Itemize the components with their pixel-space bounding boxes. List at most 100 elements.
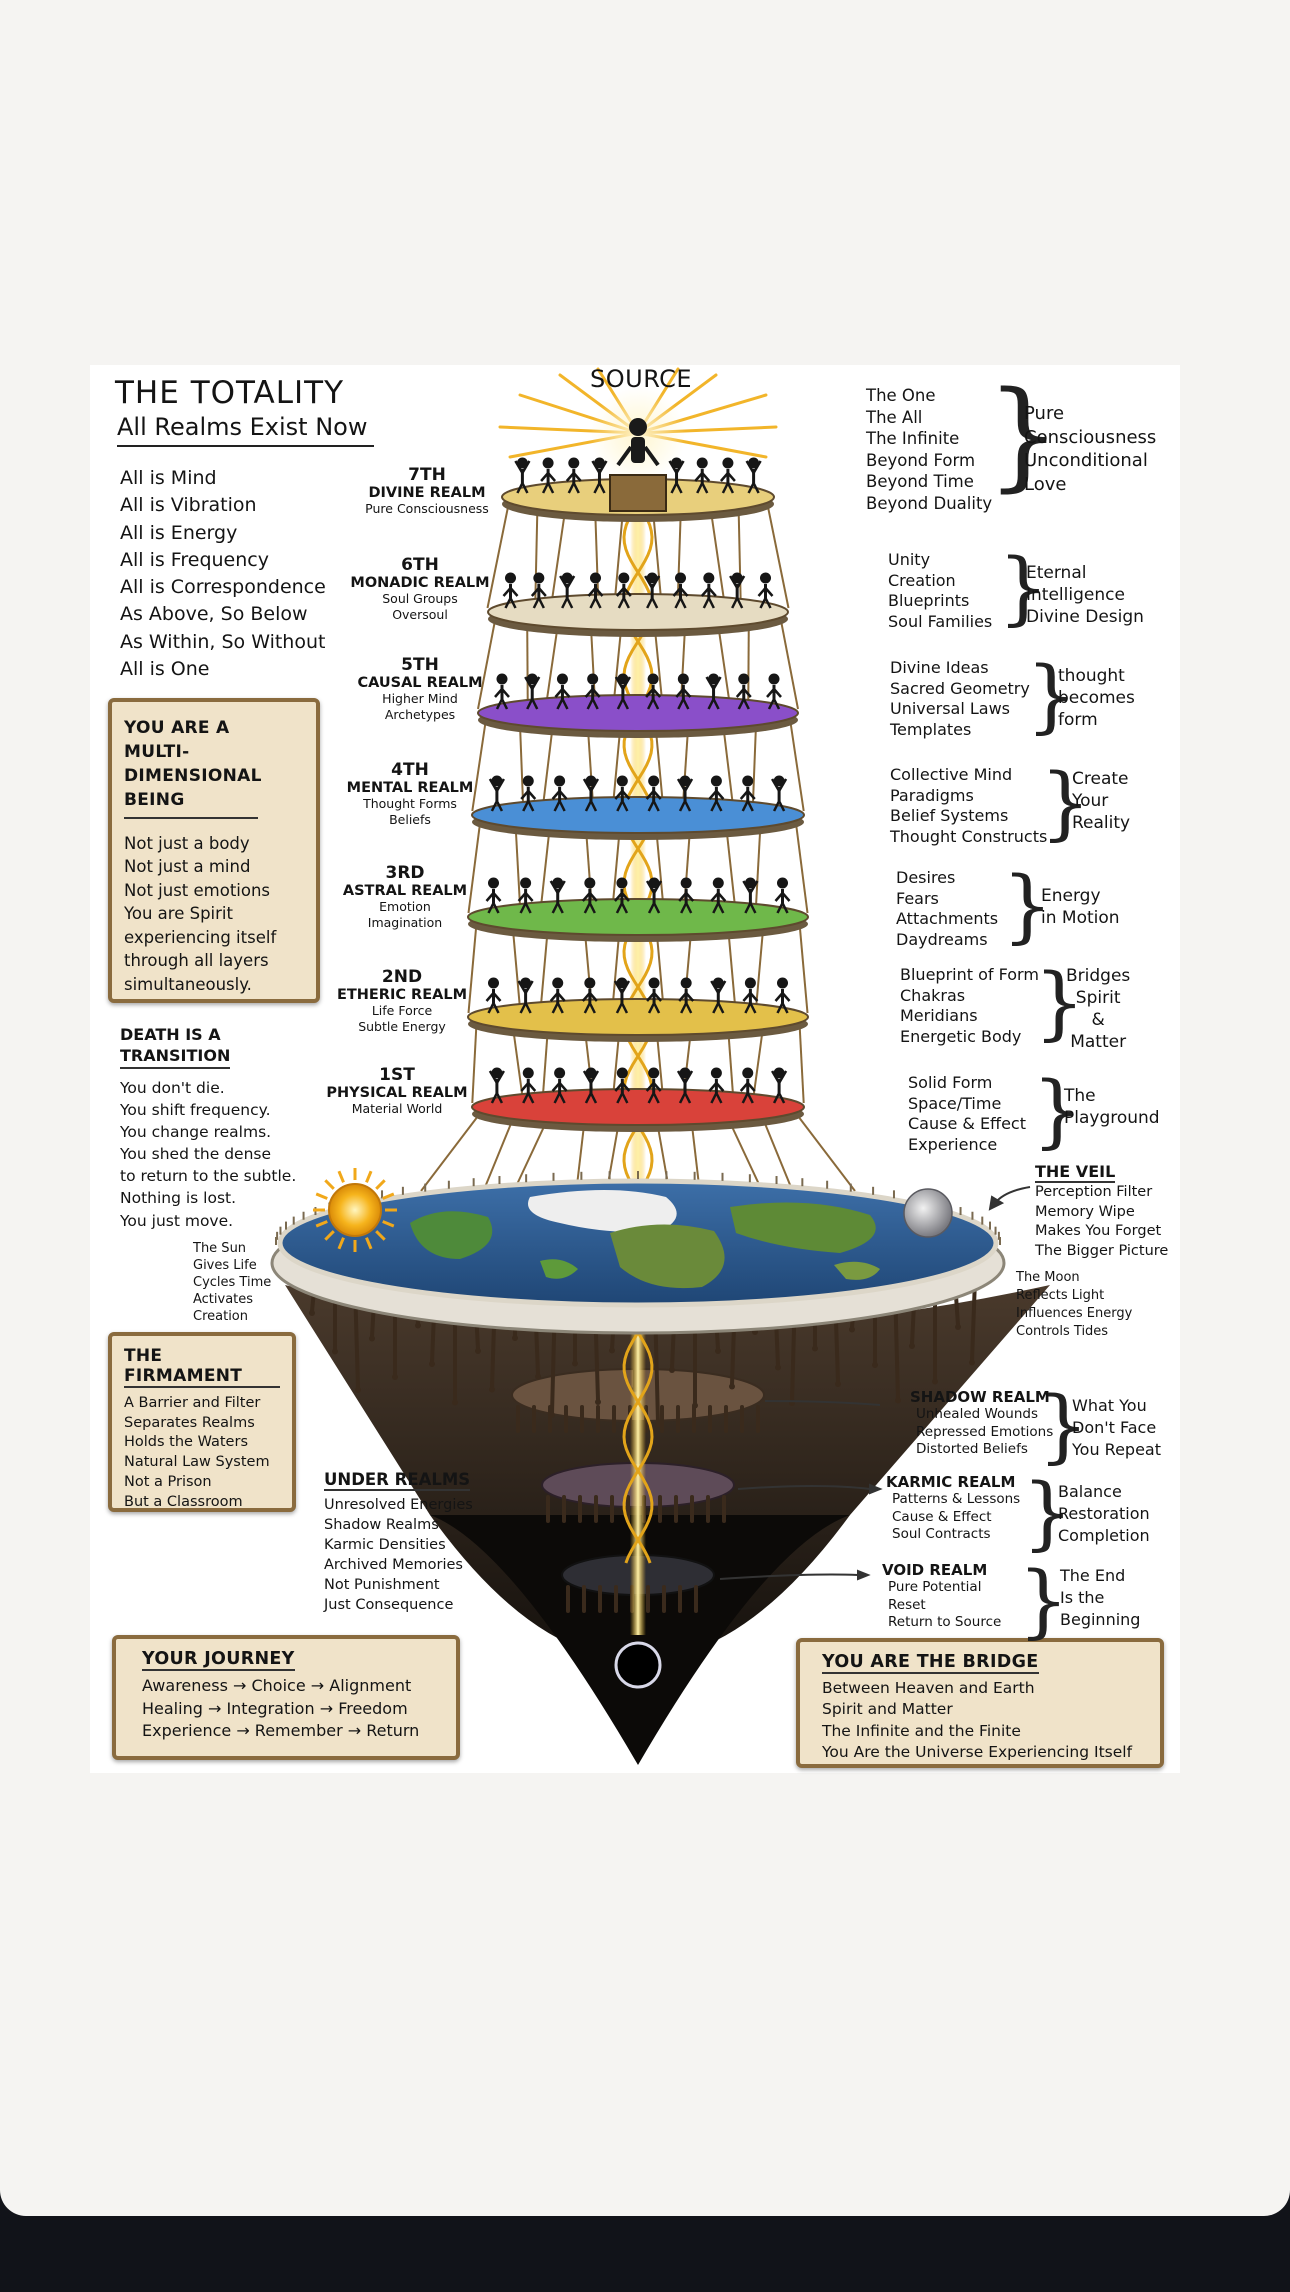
brace-physical: } — [1032, 1064, 1083, 1157]
rope — [482, 1112, 517, 1192]
karmic-realm-attrs: KARMIC REALM Patterns & Lessons Cause & … — [886, 1473, 1021, 1543]
rope — [467, 922, 478, 1014]
bridge-heading: YOU ARE THE BRIDGE — [822, 1652, 1039, 1674]
brace-karmic: } — [1022, 1466, 1073, 1559]
stick-figure-icon — [678, 877, 695, 914]
stick-figure-icon — [587, 572, 604, 609]
stick-figure-icon — [524, 673, 541, 710]
stick-figure-icon — [710, 977, 727, 1014]
realm-summary-causal: thought becomes form — [1058, 666, 1135, 730]
realms-illustration — [270, 367, 1050, 1765]
realm-disc — [471, 796, 805, 834]
stick-figure-icon — [520, 775, 537, 812]
stick-figure-icon — [676, 775, 694, 812]
stick-figure-icon — [645, 1067, 662, 1104]
under-realms-lines: Unresolved Energies Shadow Realms Karmic… — [324, 1497, 473, 1613]
stick-figure-icon — [502, 572, 519, 609]
stick-figure-icon — [517, 877, 534, 914]
rope — [471, 718, 487, 812]
rope — [549, 502, 568, 609]
stick-figure-icon — [540, 457, 557, 494]
multidimensional-panel: YOU ARE A MULTI-DIMENSIONAL BEING Not ju… — [108, 698, 320, 1003]
stick-figure-icon — [646, 977, 662, 1014]
brace-void: } — [1018, 1554, 1069, 1647]
sun-ray — [337, 1237, 345, 1250]
stick-figure-icon — [774, 877, 791, 914]
stick-figure-icon — [719, 457, 736, 494]
stick-figure-icon — [614, 877, 630, 914]
stick-figure-icon — [488, 1067, 505, 1104]
page-subtitle: All Realms Exist Now — [117, 413, 374, 447]
rope — [754, 820, 762, 914]
stick-figure-icon — [565, 457, 582, 494]
stick-figure-icon — [549, 877, 566, 914]
realm-attrs-etheric: Blueprint of Form Chakras Meridians Ener… — [900, 965, 1039, 1046]
realm-attrs-astral: Desires Fears Attachments Daydreams — [896, 868, 999, 949]
stick-figure-icon — [582, 775, 600, 812]
sun-ray — [337, 1170, 345, 1183]
stick-figure-icon — [551, 1067, 568, 1104]
sun-ray — [375, 1230, 386, 1241]
principle: All is Frequency — [120, 548, 269, 571]
stick-figure-icon — [644, 572, 661, 609]
stick-figure-icon — [735, 673, 752, 710]
shadow-realm-summary: What You Don't Face You Repeat — [1072, 1396, 1161, 1459]
rope — [486, 502, 510, 609]
multidimensional-lines: Not just a body Not just a mind Not just… — [124, 833, 277, 995]
stick-figure-icon — [757, 572, 774, 609]
stick-figure-icon — [591, 457, 608, 494]
stick-figure-icon — [645, 775, 662, 812]
stick-figure-icon — [739, 775, 756, 812]
realm-summary-monadic: Eternal Intelligence Divine Design — [1026, 563, 1144, 627]
realm-summary-physical: The Playground — [1064, 1086, 1160, 1128]
realm-label-causal: 5TH CAUSAL REALM Higher Mind Archetypes — [357, 655, 483, 722]
stick-figure-icon — [742, 977, 759, 1014]
sun-icon — [313, 1168, 397, 1252]
rope — [511, 922, 522, 1014]
stick-figure-icon — [517, 977, 534, 1014]
realm-summary-divine: Pure Consciousness Unconditional Love — [1024, 403, 1157, 495]
realm-attrs-monadic: Unity Creation Blueprints Soul Families — [888, 550, 993, 631]
stick-figure-icon — [708, 1067, 725, 1104]
stick-figure-icon — [582, 1067, 600, 1104]
stick-figure-icon — [613, 977, 631, 1014]
realm-disc — [471, 1088, 805, 1126]
realm-attrs-causal: Divine Ideas Sacred Geometry Universal L… — [890, 658, 1030, 739]
rope — [737, 502, 742, 609]
stick-figure-icon — [676, 1067, 694, 1104]
rope — [420, 1112, 482, 1192]
stick-figure-icon — [771, 775, 788, 812]
void-realm-attrs: VOID REALM Pure Potential Reset Return t… — [882, 1561, 1002, 1631]
stick-figure-icon — [694, 457, 711, 494]
rope — [794, 1112, 856, 1192]
rope — [779, 617, 799, 710]
principle: As Within, So Without — [120, 630, 326, 653]
sun-note: The Sun Gives Life Cycles Time Activates… — [193, 1241, 272, 1324]
principle: All is Energy — [120, 521, 238, 544]
stick-figure-icon — [559, 572, 576, 609]
stick-figure-icon — [645, 673, 662, 710]
realm-label-physical: 1ST PHYSICAL REALM Material World — [326, 1065, 468, 1116]
stick-figure-icon — [485, 977, 502, 1014]
realm-disc — [487, 593, 789, 631]
black-hole-icon — [614, 1641, 662, 1689]
stick-figure-icon — [554, 673, 571, 710]
principle: All is Mind — [120, 467, 217, 489]
veil-arrow — [994, 1186, 1031, 1204]
realm-label-astral: 3RD ASTRAL REALM Emotion Imagination — [342, 863, 468, 930]
stick-figure-icon — [494, 673, 510, 710]
screen: SOURCE THE TOTALITY All Realms Exist Now… — [0, 0, 1290, 2216]
stick-figure-icon — [615, 572, 632, 609]
rope — [477, 617, 497, 710]
sun-ray — [382, 1220, 395, 1228]
shadow-realm-attrs: SHADOW REALM Unhealed Wounds Repressed E… — [910, 1388, 1054, 1458]
realm-attrs-physical: Solid Form Space/Time Cause & Effect Exp… — [908, 1073, 1026, 1154]
death-heading: DEATH IS A TRANSITION — [120, 1025, 231, 1069]
totality-poster: SOURCE THE TOTALITY All Realms Exist Now… — [90, 365, 1180, 1773]
stick-figure-icon — [514, 457, 531, 494]
sun-ray — [315, 1220, 328, 1228]
stick-figure-icon — [668, 457, 685, 494]
void-realm-arrow — [719, 1573, 859, 1580]
drip — [970, 1277, 977, 1363]
karmic-realm-summary: Balance Restoration Completion — [1058, 1482, 1150, 1545]
